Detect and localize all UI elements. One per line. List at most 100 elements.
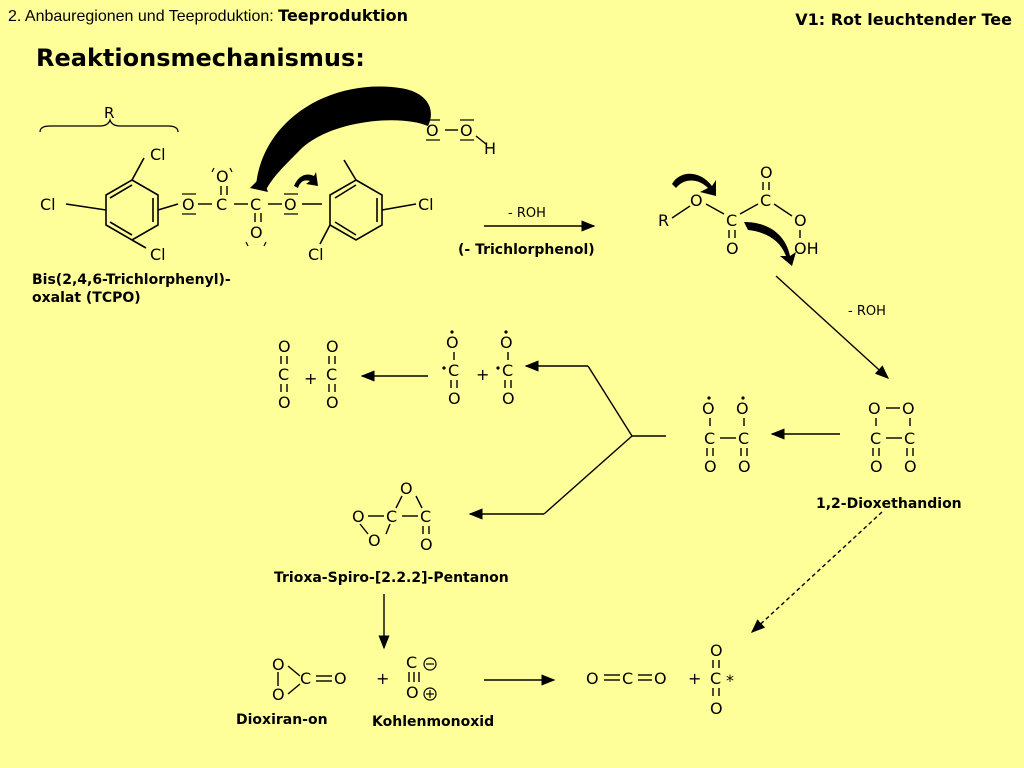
dioxethandion-bonds <box>872 407 914 456</box>
o-atom: O <box>702 399 715 418</box>
trioxa-spiro-label: Trioxa-Spiro-[2.2.2]-Pentanon <box>274 570 509 586</box>
o-atom: O <box>736 399 749 418</box>
kohlenmonoxid-label: Kohlenmonoxid <box>372 714 495 730</box>
c-atom: C <box>760 191 771 210</box>
c-atom: C <box>386 507 397 526</box>
section-bold: Teeproduktion <box>278 6 408 25</box>
c-atom: C <box>738 429 749 448</box>
ester-chain <box>198 186 322 222</box>
tcpo-label-line1: Bis(2,4,6-Trichlorphenyl)- <box>32 272 231 288</box>
c-atom: C <box>278 365 289 384</box>
o-atom: O <box>710 641 723 660</box>
c-atom: C <box>420 507 431 526</box>
o-atom: O <box>400 479 413 498</box>
o-atom: O <box>690 191 703 210</box>
r-atom: R <box>658 211 669 230</box>
c-atom: C <box>622 669 633 688</box>
r-bracket <box>39 118 179 133</box>
page-title: Reaktionsmechanismus: <box>36 44 365 72</box>
o-atom: O <box>446 333 459 352</box>
reaction-arrow-2 <box>775 275 890 379</box>
o-atom: O <box>448 389 461 408</box>
branch-lines <box>543 365 666 515</box>
dioxethandion-label: 1,2-Dioxethandion <box>816 496 962 512</box>
plus-sign: + <box>476 365 489 384</box>
h-atom: H <box>484 139 496 158</box>
c-atom: C <box>726 211 737 230</box>
o-atom: O <box>460 121 473 140</box>
c-atom: C <box>704 429 715 448</box>
small-curved-arrow <box>294 172 318 188</box>
o-atom: O <box>420 535 433 554</box>
cl-atom: Cl <box>418 195 434 214</box>
c-atom: C <box>710 669 721 688</box>
o-atom: O <box>326 393 339 412</box>
o-atom: O <box>272 655 285 674</box>
c-atom: C <box>870 429 881 448</box>
cl-atom: Cl <box>150 145 166 164</box>
tcpo-label-line2: oxalat (TCPO) <box>32 290 141 306</box>
r-group-label: R <box>104 104 115 122</box>
o-atom: O <box>904 457 917 476</box>
c-atom: C <box>406 653 417 672</box>
o-atom: O <box>368 531 381 550</box>
big-curved-arrow <box>256 86 431 190</box>
plus-sign: + <box>304 369 317 388</box>
cl-atom: Cl <box>308 245 324 264</box>
o-atom: O <box>216 167 229 186</box>
o-atom: O <box>760 163 773 182</box>
co2-radical-pair: O C O + O C O <box>442 330 515 408</box>
right-benzene-ring <box>319 159 417 245</box>
o-atom: O <box>902 399 915 418</box>
c-atom: C <box>250 195 261 214</box>
o-atom: O <box>794 211 807 230</box>
o-atom: O <box>426 121 439 140</box>
c-atom: C <box>326 365 337 384</box>
o-atom: O <box>868 399 881 418</box>
o-atom: O <box>272 685 285 704</box>
oh-group: OH <box>794 239 819 258</box>
o-atom: O <box>284 195 297 214</box>
o-atom: O <box>406 683 419 702</box>
trichlorphenol-label: (- Trichlorphenol) <box>458 242 595 258</box>
c-atom: C <box>904 429 915 448</box>
o-atom: O <box>326 337 339 356</box>
curved-arrow-bottom <box>744 222 796 266</box>
o-atom: O <box>586 669 599 688</box>
plus-sign: + <box>688 669 701 688</box>
dioxiranone-structure: O O C O <box>272 655 347 704</box>
trioxa-spiro-structure: O O C C O O <box>352 479 433 554</box>
intermediate-bonds <box>671 182 801 238</box>
o-atom: O <box>654 669 667 688</box>
experiment-title: V1: Rot leuchtender Tee <box>795 10 1012 29</box>
o-atom: O <box>738 457 751 476</box>
o-atom: O <box>704 457 717 476</box>
plus-sign: + <box>376 669 389 688</box>
section-prefix: 2. Anbauregionen und Teeproduktion: <box>8 8 279 25</box>
dioxiranon-label: Dioxiran-on <box>236 712 328 728</box>
o-atom: O <box>710 699 723 718</box>
o-atom: O <box>870 457 883 476</box>
cl-atom: Cl <box>150 245 166 264</box>
o-atom: O <box>334 669 347 688</box>
cl-atom: Cl <box>40 195 56 214</box>
minus-roh-label-2: - ROH <box>848 304 886 319</box>
section-header: 2. Anbauregionen und Teeproduktion: Teep… <box>8 6 408 26</box>
o-atom: O <box>278 393 291 412</box>
left-benzene-ring <box>65 157 179 249</box>
o-atom: O <box>250 223 263 242</box>
final-products: O C O + O C O * <box>586 641 734 718</box>
o-atom: O <box>352 507 365 526</box>
dashed-arrow <box>750 511 883 633</box>
o-atom: O <box>182 195 195 214</box>
excited-star: * <box>726 671 734 690</box>
minus-roh-label-1: - ROH <box>508 206 546 221</box>
o-atom: O <box>502 389 515 408</box>
o-atom: O <box>500 333 513 352</box>
curved-arrow-top <box>672 173 716 196</box>
c-atom: C <box>300 669 311 688</box>
co2-pair: O C O + O C O <box>278 337 339 412</box>
c-atom: C <box>216 195 227 214</box>
o-atom: O <box>278 337 291 356</box>
